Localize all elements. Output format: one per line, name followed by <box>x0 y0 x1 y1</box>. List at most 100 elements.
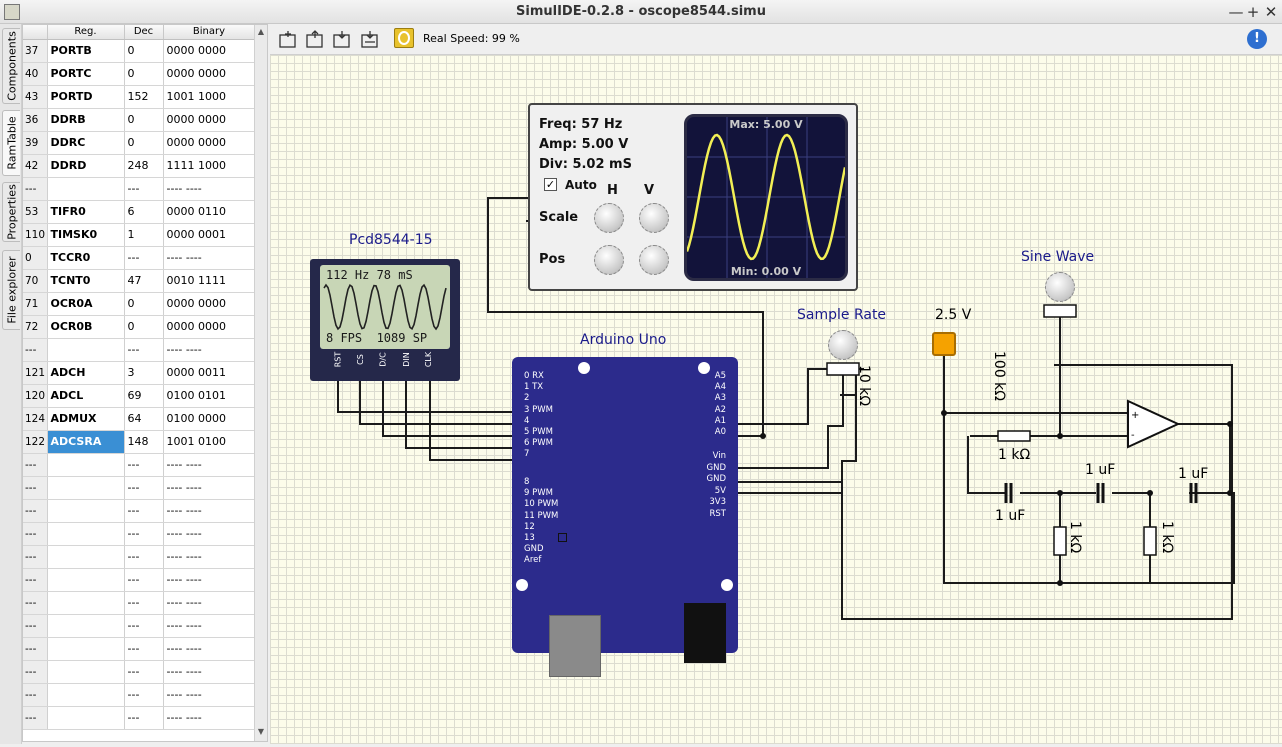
reset-button[interactable] <box>558 533 567 542</box>
table-row[interactable]: ---------- ---- <box>23 683 255 706</box>
table-row[interactable]: ---------- ---- <box>23 499 255 522</box>
row-register[interactable] <box>47 637 124 660</box>
minimize-button[interactable]: — <box>1228 3 1244 21</box>
row-register[interactable] <box>47 476 124 499</box>
auto-checkbox[interactable]: ✓ <box>544 178 557 191</box>
row-binary: 0010 1111 <box>163 269 255 292</box>
row-register[interactable] <box>47 683 124 706</box>
row-register[interactable] <box>47 660 124 683</box>
row-register[interactable] <box>47 338 124 361</box>
row-register[interactable]: OCR0B <box>47 315 124 338</box>
row-register[interactable]: DDRB <box>47 108 124 131</box>
table-row[interactable]: 43PORTD1521001 1000 <box>23 85 255 108</box>
table-row[interactable]: ---------- ---- <box>23 177 255 200</box>
table-row[interactable]: 122ADCSRA1481001 0100 <box>23 430 255 453</box>
table-row[interactable]: ---------- ---- <box>23 568 255 591</box>
row-register[interactable]: DDRD <box>47 154 124 177</box>
table-row[interactable]: 71OCR0A00000 0000 <box>23 292 255 315</box>
row-dec: --- <box>124 660 163 683</box>
h-pos-knob[interactable] <box>594 245 624 275</box>
r100k-label: 100 kΩ <box>991 351 1007 401</box>
new-circuit-icon[interactable] <box>278 29 298 49</box>
row-register[interactable] <box>47 453 124 476</box>
row-register[interactable]: PORTC <box>47 62 124 85</box>
power-button[interactable] <box>394 28 414 48</box>
row-register[interactable] <box>47 522 124 545</box>
table-row[interactable]: 70TCNT0470010 1111 <box>23 269 255 292</box>
row-register[interactable] <box>47 568 124 591</box>
ram-table-scrollbar[interactable]: ▲ ▼ <box>254 25 267 741</box>
row-register[interactable]: ADMUX <box>47 407 124 430</box>
row-address: --- <box>23 637 47 660</box>
table-row[interactable]: ---------- ---- <box>23 476 255 499</box>
save-as-icon[interactable] <box>360 29 380 49</box>
info-icon[interactable]: ! <box>1247 29 1267 49</box>
v-scale-knob[interactable] <box>639 203 669 233</box>
save-circuit-icon[interactable] <box>332 29 352 49</box>
table-row[interactable]: 36DDRB00000 0000 <box>23 108 255 131</box>
table-row[interactable]: 53TIFR060000 0110 <box>23 200 255 223</box>
arduino-uno-board[interactable]: 0 RX1 TX23 PWM45 PWM6 PWM789 PWM10 PWM11… <box>512 357 738 653</box>
tab-ramtable[interactable]: RamTable <box>2 110 20 176</box>
tab-components[interactable]: Components <box>2 28 20 104</box>
row-register[interactable]: TCCR0 <box>47 246 124 269</box>
c1u-a-label: 1 uF <box>995 508 1025 524</box>
sine-wave-knob[interactable] <box>1045 272 1075 302</box>
row-register[interactable]: TIFR0 <box>47 200 124 223</box>
row-register[interactable]: PORTB <box>47 39 124 62</box>
scroll-down-arrow-icon[interactable]: ▼ <box>255 727 267 739</box>
table-row[interactable]: ---------- ---- <box>23 591 255 614</box>
tab-properties[interactable]: Properties <box>2 182 20 242</box>
table-row[interactable]: ---------- ---- <box>23 522 255 545</box>
sample-rate-knob[interactable] <box>828 330 858 360</box>
tab-file-explorer[interactable]: File explorer <box>2 250 20 330</box>
voltage-source-2v5[interactable] <box>932 332 956 356</box>
row-binary: 0000 0011 <box>163 361 255 384</box>
table-row[interactable]: 0TCCR0------- ---- <box>23 246 255 269</box>
row-register[interactable]: OCR0A <box>47 292 124 315</box>
table-row[interactable]: 124ADMUX640100 0000 <box>23 407 255 430</box>
lcd-display[interactable]: 112 Hz 78 mS 8 FPS 1089 SP RST CS D/C DI… <box>310 259 460 381</box>
row-register[interactable] <box>47 545 124 568</box>
table-row[interactable]: 42DDRD2481111 1000 <box>23 154 255 177</box>
row-register[interactable] <box>47 499 124 522</box>
row-register[interactable]: ADCH <box>47 361 124 384</box>
row-register[interactable]: ADCL <box>47 384 124 407</box>
table-row[interactable]: ---------- ---- <box>23 545 255 568</box>
oscilloscope[interactable]: Freq: 57 Hz Amp: 5.00 V Div: 5.02 mS ✓ A… <box>528 103 858 291</box>
row-register[interactable]: PORTD <box>47 85 124 108</box>
h-scale-knob[interactable] <box>594 203 624 233</box>
column-header-reg[interactable]: Reg. <box>47 25 124 39</box>
table-row[interactable]: 39DDRC00000 0000 <box>23 131 255 154</box>
row-register[interactable]: ADCSRA <box>47 430 124 453</box>
table-row[interactable]: 120ADCL690100 0101 <box>23 384 255 407</box>
row-register[interactable]: DDRC <box>47 131 124 154</box>
maximize-button[interactable]: + <box>1245 3 1261 21</box>
table-row[interactable]: 37PORTB00000 0000 <box>23 39 255 62</box>
table-row[interactable]: ---------- ---- <box>23 453 255 476</box>
table-row[interactable]: 121ADCH30000 0011 <box>23 361 255 384</box>
scroll-up-arrow-icon[interactable]: ▲ <box>255 27 267 39</box>
table-row[interactable]: 110TIMSK010000 0001 <box>23 223 255 246</box>
table-row[interactable]: ---------- ---- <box>23 338 255 361</box>
close-button[interactable]: ✕ <box>1263 3 1279 21</box>
column-header-binary[interactable]: Binary <box>163 25 255 39</box>
row-register[interactable] <box>47 614 124 637</box>
table-row[interactable]: 72OCR0B00000 0000 <box>23 315 255 338</box>
v-pos-knob[interactable] <box>639 245 669 275</box>
open-circuit-icon[interactable] <box>305 29 325 49</box>
table-row[interactable]: ---------- ---- <box>23 637 255 660</box>
arduino-left-pin: 9 PWM <box>524 488 553 498</box>
tab-properties-label: Properties <box>5 184 18 240</box>
row-register[interactable] <box>47 591 124 614</box>
table-row[interactable]: 40PORTC00000 0000 <box>23 62 255 85</box>
row-register[interactable]: TIMSK0 <box>47 223 124 246</box>
row-register[interactable]: TCNT0 <box>47 269 124 292</box>
column-header-dec[interactable]: Dec <box>124 25 163 39</box>
row-register[interactable] <box>47 177 124 200</box>
table-row[interactable]: ---------- ---- <box>23 660 255 683</box>
circuit-canvas[interactable]: + - Freq: 57 Hz Amp: 5.00 V Div: 5.02 mS… <box>270 54 1282 744</box>
table-row[interactable]: ---------- ---- <box>23 706 255 729</box>
row-register[interactable] <box>47 706 124 729</box>
table-row[interactable]: ---------- ---- <box>23 614 255 637</box>
